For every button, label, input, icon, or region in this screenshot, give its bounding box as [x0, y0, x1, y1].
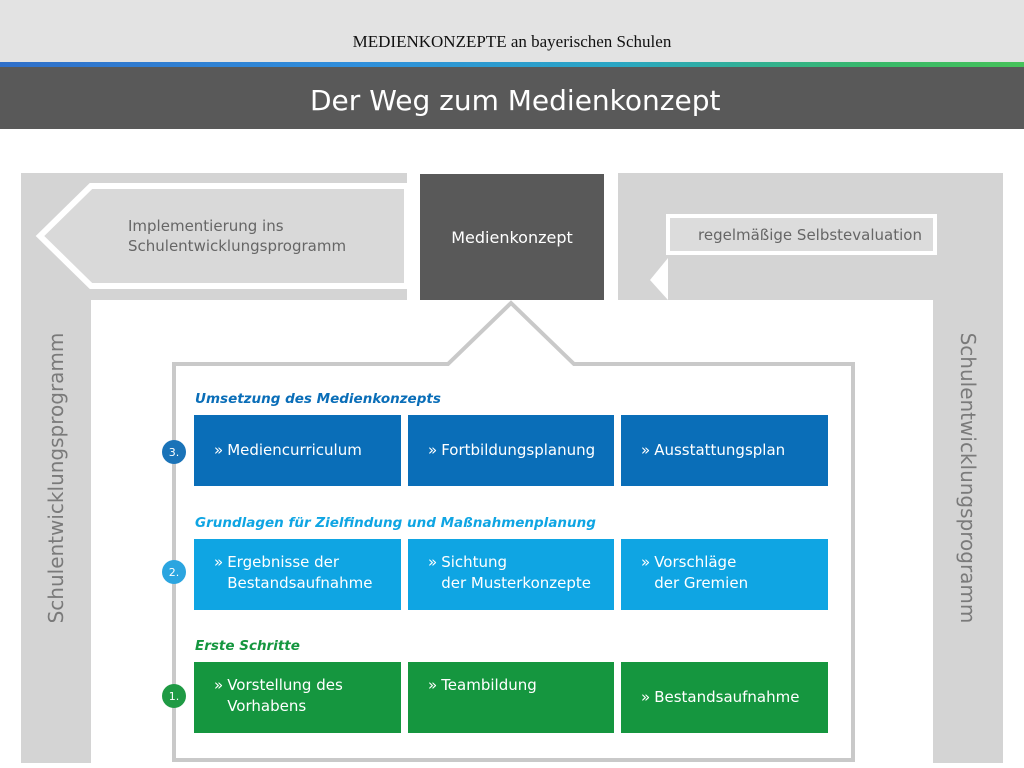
heading-bar: [0, 67, 1024, 129]
step-badge-3: 3.: [162, 440, 186, 464]
chevron-icon: »: [428, 676, 438, 694]
right-arrow-label-box: [666, 214, 937, 255]
right-arrow-label: regelmäßige Selbstevaluation: [698, 226, 922, 244]
box-label: Bestandsaufnahme: [654, 688, 800, 706]
slide-title: MEDIENKONZEPTE an bayerischen Schulen: [352, 32, 672, 51]
chevron-icon: »: [641, 688, 651, 706]
box-label: Mediencurriculum: [227, 441, 362, 459]
box-fortbildungsplanung: »Fortbildungsplanung: [408, 415, 614, 486]
right-arrow-notch: [650, 258, 668, 300]
medienkonzept-box: Medienkonzept: [420, 174, 604, 300]
chevron-icon: »: [641, 441, 651, 459]
box-mediencurriculum: »Mediencurriculum: [194, 415, 401, 486]
box-vorschlaege: »Vorschläge der Gremien: [621, 539, 828, 610]
box-label: Ausstattungsplan: [654, 441, 786, 459]
box-label: Ergebnisse der Bestandsaufnahme: [227, 553, 373, 592]
chevron-icon: »: [428, 441, 438, 459]
box-label: Fortbildungsplanung: [441, 441, 596, 459]
chevron-icon: »: [428, 553, 438, 571]
step-badge-2: 2.: [162, 560, 186, 584]
color-stripe: [0, 62, 1024, 67]
left-arrow: [35, 183, 410, 289]
section-title-2: Grundlagen für Zielfindung und Maßnahmen…: [195, 515, 596, 531]
left-arrow-label: Implementierung ins Schulentwicklungspro…: [128, 217, 347, 255]
box-sichtung: »Sichtung der Musterkonzepte: [408, 539, 614, 610]
chevron-icon: »: [214, 441, 224, 459]
left-vertical-label: Schulentwicklungsprogramm: [44, 332, 68, 624]
box-label: Vorstellung des Vorhabens: [227, 676, 343, 715]
slide-header: [0, 0, 1024, 62]
box-vorstellung: »Vorstellung des Vorhabens: [194, 662, 401, 733]
right-vertical-label: Schulentwicklungsprogramm: [956, 332, 980, 624]
diagram-heading: Der Weg zum Medienkonzept: [310, 84, 721, 117]
right-arrow-frame: [618, 173, 958, 300]
box-ergebnisse: »Ergebnisse der Bestandsaufnahme: [194, 539, 401, 610]
box-ausstattungsplan: »Ausstattungsplan: [621, 415, 828, 486]
chevron-icon: »: [214, 676, 224, 694]
box-label: Teambildung: [441, 676, 537, 694]
box-bestandsaufnahme: »Bestandsaufnahme: [621, 662, 828, 733]
box-teambildung: »Teambildung: [408, 662, 614, 733]
box-label: Sichtung der Musterkonzepte: [441, 553, 591, 592]
chevron-icon: »: [641, 553, 651, 571]
step-badge-1: 1.: [162, 684, 186, 708]
chevron-icon: »: [214, 553, 224, 571]
section-title-1: Erste Schritte: [195, 638, 300, 654]
box-label: Vorschläge der Gremien: [654, 553, 749, 592]
right-pillar: [933, 173, 1003, 763]
section-title-3: Umsetzung des Medienkonzepts: [195, 391, 441, 407]
